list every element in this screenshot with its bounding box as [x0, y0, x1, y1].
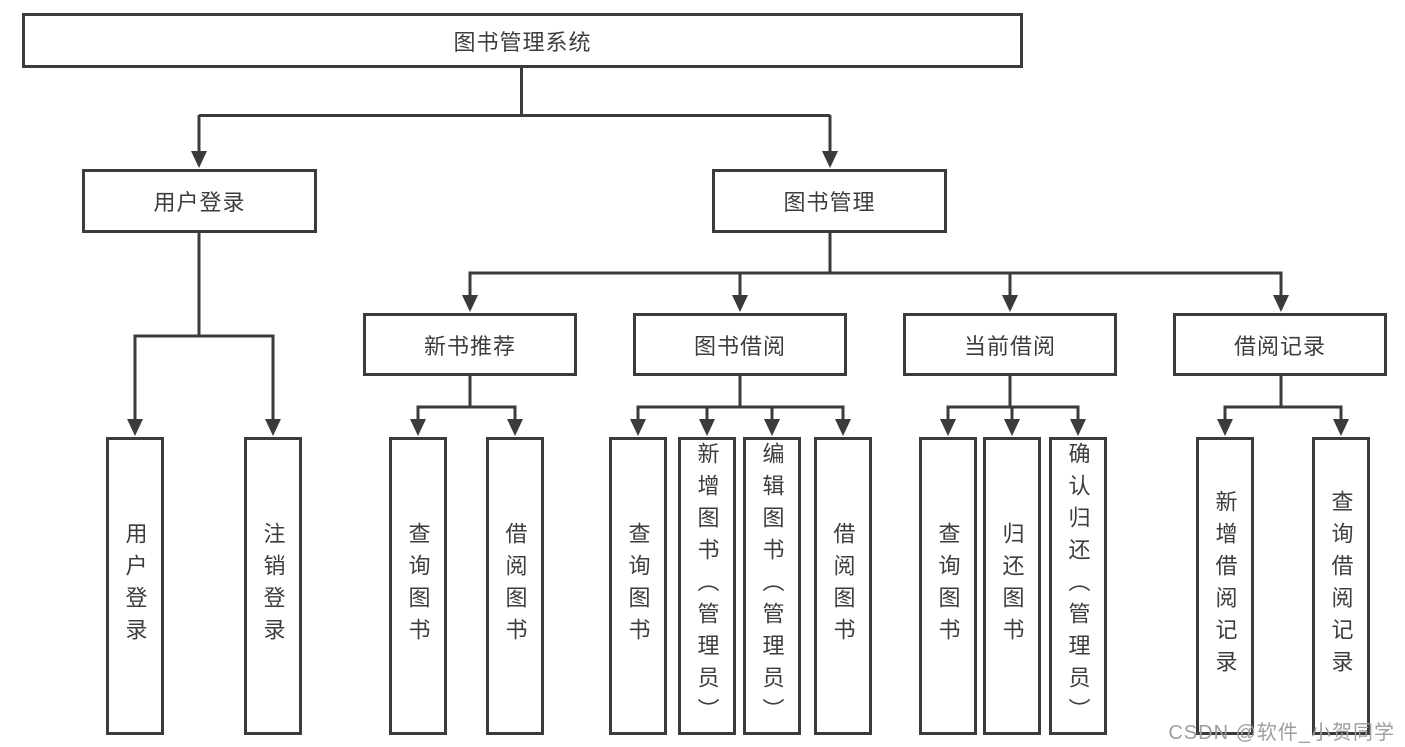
leaf-user-login: 用户登录 — [106, 437, 164, 735]
node-label: 查询图书 — [935, 522, 961, 650]
node-label: 借阅记录 — [1233, 333, 1326, 359]
node-book-management: 图书管理 — [712, 169, 947, 233]
node-book-borrowing: 图书借阅 — [633, 313, 847, 376]
node-label: 查询图书 — [405, 522, 431, 650]
node-label: 当前借阅 — [963, 333, 1056, 359]
node-borrowing-records: 借阅记录 — [1173, 313, 1387, 376]
node-label: 图书管理 — [783, 190, 876, 215]
node-label: 查询借阅记录 — [1328, 490, 1354, 682]
node-label: 注销登录 — [260, 522, 286, 650]
leaf-query-books-borrowing: 查询图书 — [609, 437, 667, 735]
node-label: 图书借阅 — [693, 333, 786, 359]
node-label: 新增图书（管理员） — [694, 442, 720, 730]
leaf-borrow-books: 借阅图书 — [814, 437, 872, 735]
leaf-add-book-admin: 新增图书（管理员） — [678, 437, 736, 735]
leaf-query-borrow-record: 查询借阅记录 — [1312, 437, 1370, 735]
node-current-borrowing: 当前借阅 — [903, 313, 1117, 376]
csdn-watermark: CSDN @软件_小贺同学 — [1168, 722, 1395, 744]
leaf-query-books-current: 查询图书 — [919, 437, 977, 735]
node-label: 借阅图书 — [830, 522, 856, 650]
node-label: 新增借阅记录 — [1212, 490, 1238, 682]
node-label: 查询图书 — [625, 522, 651, 650]
leaf-borrow-books-recommend: 借阅图书 — [486, 437, 544, 735]
leaf-query-books-recommend: 查询图书 — [389, 437, 447, 735]
node-label: 借阅图书 — [502, 522, 528, 650]
node-library-management-system: 图书管理系统 — [22, 13, 1023, 68]
node-user-login: 用户登录 — [82, 169, 317, 233]
node-label: 用户登录 — [122, 522, 148, 650]
leaf-logout: 注销登录 — [244, 437, 302, 735]
node-label: 用户登录 — [153, 190, 246, 215]
node-label: 图书管理系统 — [453, 29, 592, 55]
node-label: 编辑图书（管理员） — [759, 442, 785, 730]
leaf-add-borrow-record: 新增借阅记录 — [1196, 437, 1254, 735]
leaf-confirm-return-admin: 确认归还（管理员） — [1049, 437, 1107, 735]
leaf-return-book: 归还图书 — [983, 437, 1041, 735]
node-label: 确认归还（管理员） — [1065, 442, 1091, 730]
node-label: 归还图书 — [999, 522, 1025, 650]
node-new-book-recommend: 新书推荐 — [363, 313, 577, 376]
leaf-edit-book-admin: 编辑图书（管理员） — [743, 437, 801, 735]
node-label: 新书推荐 — [423, 333, 516, 359]
